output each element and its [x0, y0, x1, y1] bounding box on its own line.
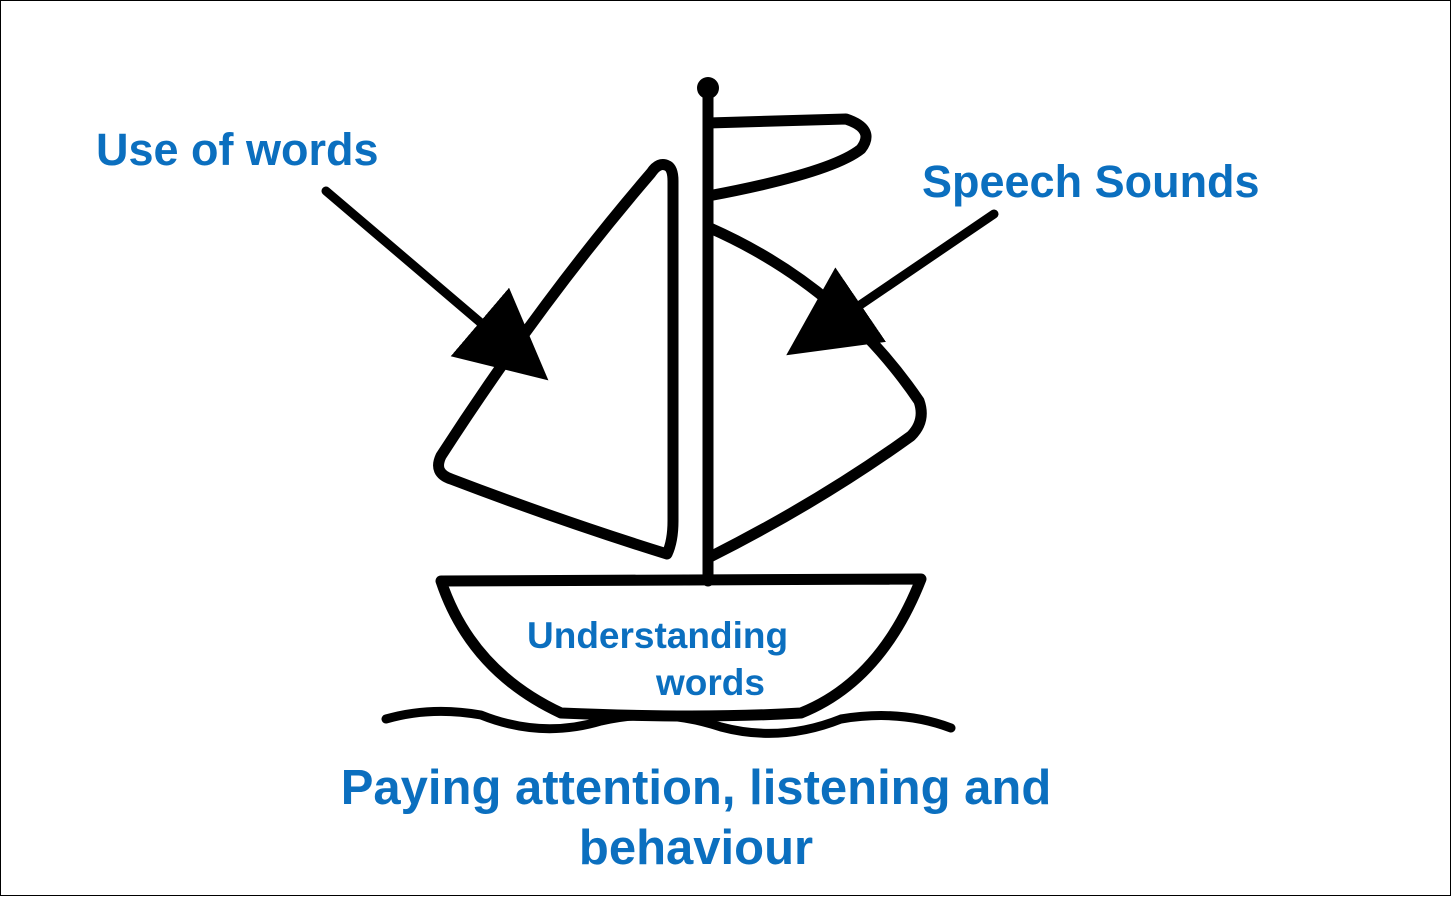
label-paying-attention-line2: behaviour [578, 821, 814, 875]
label-paying-attention-line1: Paying attention, listening and [340, 761, 1052, 815]
flag-icon [702, 113, 872, 202]
mast-top-icon [697, 77, 719, 99]
hull-icon [435, 573, 927, 722]
sailboat-icon [381, 77, 956, 738]
left-sail-icon [433, 159, 679, 560]
arrow-icon [786, 209, 999, 356]
label-use-of-words: Use of words [96, 124, 379, 175]
label-understanding: Understanding [527, 615, 789, 656]
label-words: words [656, 662, 765, 703]
arrow-icon [321, 186, 549, 381]
right-sail-icon [704, 222, 927, 563]
label-speech-sounds: Speech Sounds [922, 156, 1260, 207]
water-waves-icon [381, 706, 956, 738]
